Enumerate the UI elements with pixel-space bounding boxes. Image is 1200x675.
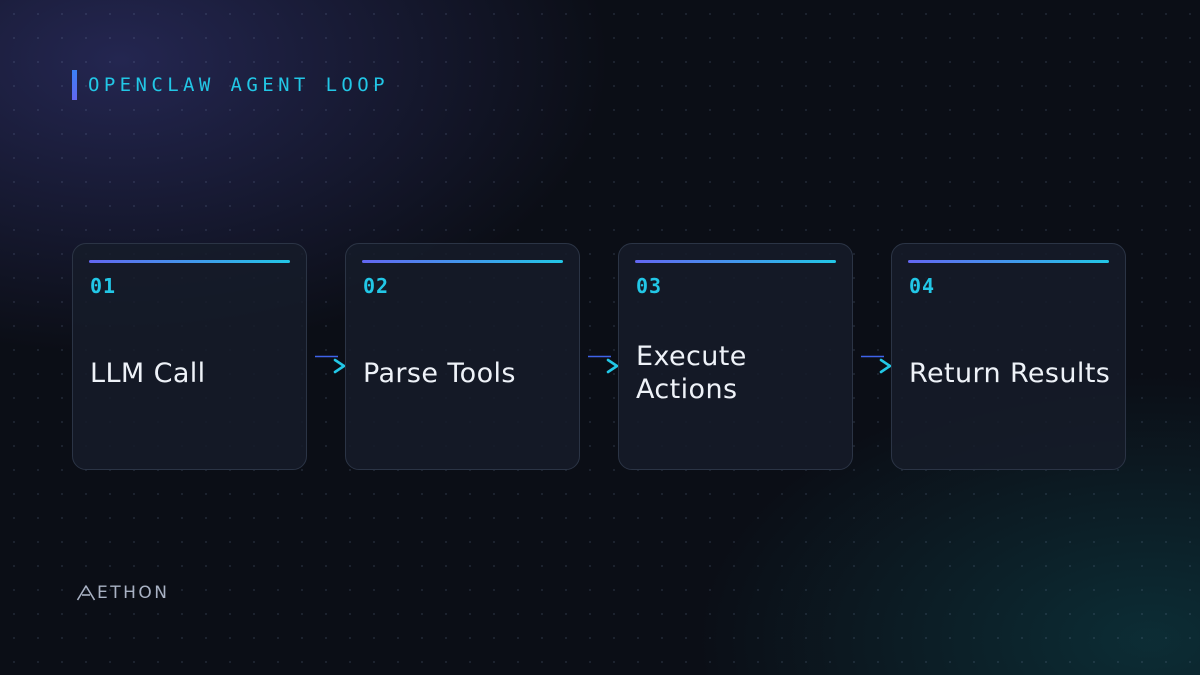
brand-name: ETHON — [97, 583, 170, 603]
card-accent-line — [89, 260, 290, 263]
step-number: 03 — [636, 274, 663, 298]
step-card-1: 01 LLM Call — [72, 243, 307, 470]
step-label: Return Results — [909, 325, 1113, 421]
step-number: 04 — [909, 274, 936, 298]
delta-mark-icon — [76, 585, 96, 601]
step-number: 01 — [90, 274, 117, 298]
brand-logo: ETHON — [76, 582, 170, 604]
step-label: LLM Call — [90, 325, 294, 421]
card-accent-line — [635, 260, 836, 263]
step-label-text: Parse Tools — [363, 357, 516, 389]
step-label-text: Execute Actions — [636, 341, 747, 405]
step-label: Execute Actions — [636, 325, 840, 421]
header: OPENCLAW AGENT LOOP — [72, 70, 389, 100]
step-label-text: Return Results — [909, 357, 1111, 389]
step-card-2: 02 Parse Tools — [345, 243, 580, 470]
title-accent-bar — [72, 70, 77, 100]
step-label: Parse Tools — [363, 325, 567, 421]
page-title: OPENCLAW AGENT LOOP — [88, 74, 389, 96]
arrow-right-icon — [588, 355, 619, 374]
card-accent-line — [908, 260, 1109, 263]
card-accent-line — [362, 260, 563, 263]
step-label-text: LLM Call — [90, 357, 206, 389]
arrow-right-icon — [861, 355, 892, 374]
step-card-3: 03 Execute Actions — [618, 243, 853, 470]
step-number: 02 — [363, 274, 390, 298]
arrow-right-icon — [315, 355, 346, 374]
step-card-4: 04 Return Results — [891, 243, 1126, 470]
